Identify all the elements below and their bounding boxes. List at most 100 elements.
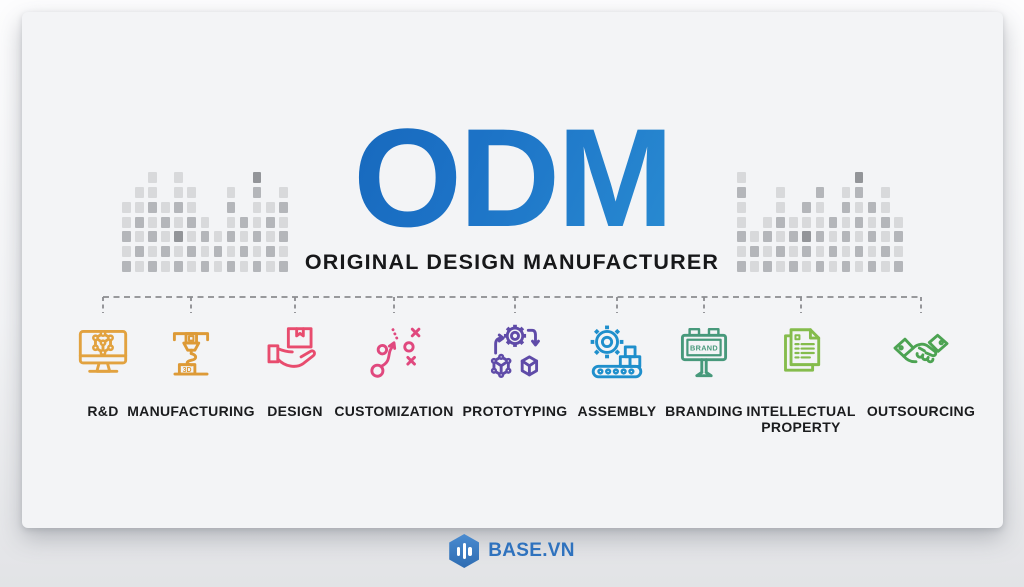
equalizer-column [252,172,262,272]
equalizer-segment [200,246,210,258]
equalizer-segment [187,201,196,213]
equalizer-segment [854,201,864,213]
equalizer-column [266,201,275,272]
equalizer-segment [187,187,196,199]
equalizer-segment [122,201,131,213]
equalizer-segment [279,201,288,213]
equalizer-segment [854,216,864,228]
equalizer-segment [148,216,157,228]
equalizer-segment [200,216,210,228]
content-card [22,12,1003,528]
equalizer-segment [200,261,210,272]
equalizer-segment [881,201,890,213]
equalizer-segment [854,246,864,258]
item-label-manufacturing: MANUFACTURING [127,403,255,419]
equalizer-column [789,216,798,272]
equalizer-segment [200,231,210,243]
equalizer-segment [161,201,170,213]
equalizer-decoration-right [737,172,903,272]
item-label-rnd: R&D [87,403,119,419]
equalizer-segment [226,246,236,258]
equalizer-segment [815,187,825,199]
equalizer-segment [881,216,890,228]
equalizer-segment [148,246,157,258]
odm-item-intellectual-property: INTELLECTUAL PROPERTY [726,322,876,435]
equalizer-segment [266,216,275,228]
equalizer-segment [789,216,798,228]
equalizer-segment [815,261,825,272]
equalizer-segment [750,261,759,272]
equalizer-segment [776,187,785,199]
equalizer-segment [239,216,249,228]
equalizer-segment [135,261,144,272]
equalizer-segment [266,201,275,213]
equalizer-column [828,216,838,272]
equalizer-segment [174,172,183,184]
equalizer-column [279,187,288,272]
odm-item-branding: BRAND BRANDING [629,322,779,419]
odm-item-design: DESIGN [220,322,370,419]
equalizer-segment [737,246,746,258]
equalizer-segment [867,246,877,258]
equalizer-segment [148,201,157,213]
equalizer-segment [789,231,798,243]
equalizer-segment [789,246,798,258]
equalizer-segment [894,231,903,243]
equalizer-segment [815,216,825,228]
gear-conveyor-icon [590,325,643,379]
equalizer-segment [776,231,785,243]
equalizer-segment [737,172,746,184]
equalizer-segment [802,201,811,213]
equalizer-segment [266,261,275,272]
equalizer-segment [174,187,183,199]
equalizer-segment [122,216,131,228]
equalizer-column [854,172,864,272]
equalizer-segment [737,187,746,199]
equalizer-decoration-left [122,172,288,272]
equalizer-segment [226,231,236,243]
equalizer-segment [226,201,236,213]
equalizer-segment [252,201,262,213]
equalizer-column [135,187,144,272]
equalizer-segment [213,246,223,258]
equalizer-segment [854,231,864,243]
equalizer-column [737,172,746,272]
equalizer-segment [854,261,864,272]
equalizer-segment [252,187,262,199]
item-label-customization: CUSTOMIZATION [334,403,454,419]
printer-3d-icon: 3D [172,332,210,376]
billboard-icon: BRAND [680,327,728,378]
equalizer-segment [802,261,811,272]
equalizer-segment [894,246,903,258]
odm-item-rnd: R&D [28,322,178,419]
equalizer-segment [841,216,851,228]
dashed-connector-lines [102,296,922,313]
equalizer-segment [161,216,170,228]
equalizer-segment [122,231,131,243]
equalizer-segment [867,201,877,213]
equalizer-segment [894,216,903,228]
equalizer-segment [174,231,183,243]
odm-item-prototyping: PROTOTYPING [440,322,590,419]
equalizer-segment [841,261,851,272]
strategy-plan-icon [370,325,421,378]
equalizer-column [200,216,210,272]
equalizer-segment [279,261,288,272]
item-label-intellectual-property: INTELLECTUAL PROPERTY [746,403,856,436]
equalizer-segment [187,216,196,228]
equalizer-segment [148,187,157,199]
patent-documents-icon [784,328,821,372]
equalizer-segment [135,231,144,243]
equalizer-segment [161,261,170,272]
equalizer-segment [841,231,851,243]
equalizer-segment [881,246,890,258]
equalizer-segment [252,246,262,258]
equalizer-segment [161,246,170,258]
gear-cycle-cubes-icon [490,324,540,379]
equalizer-segment [161,231,170,243]
billboard-brand-label: BRAND [690,343,718,352]
page-subtitle: ORIGINAL DESIGN MANUFACTURER [304,250,720,274]
equalizer-segment [266,246,275,258]
equalizer-segment [226,261,236,272]
